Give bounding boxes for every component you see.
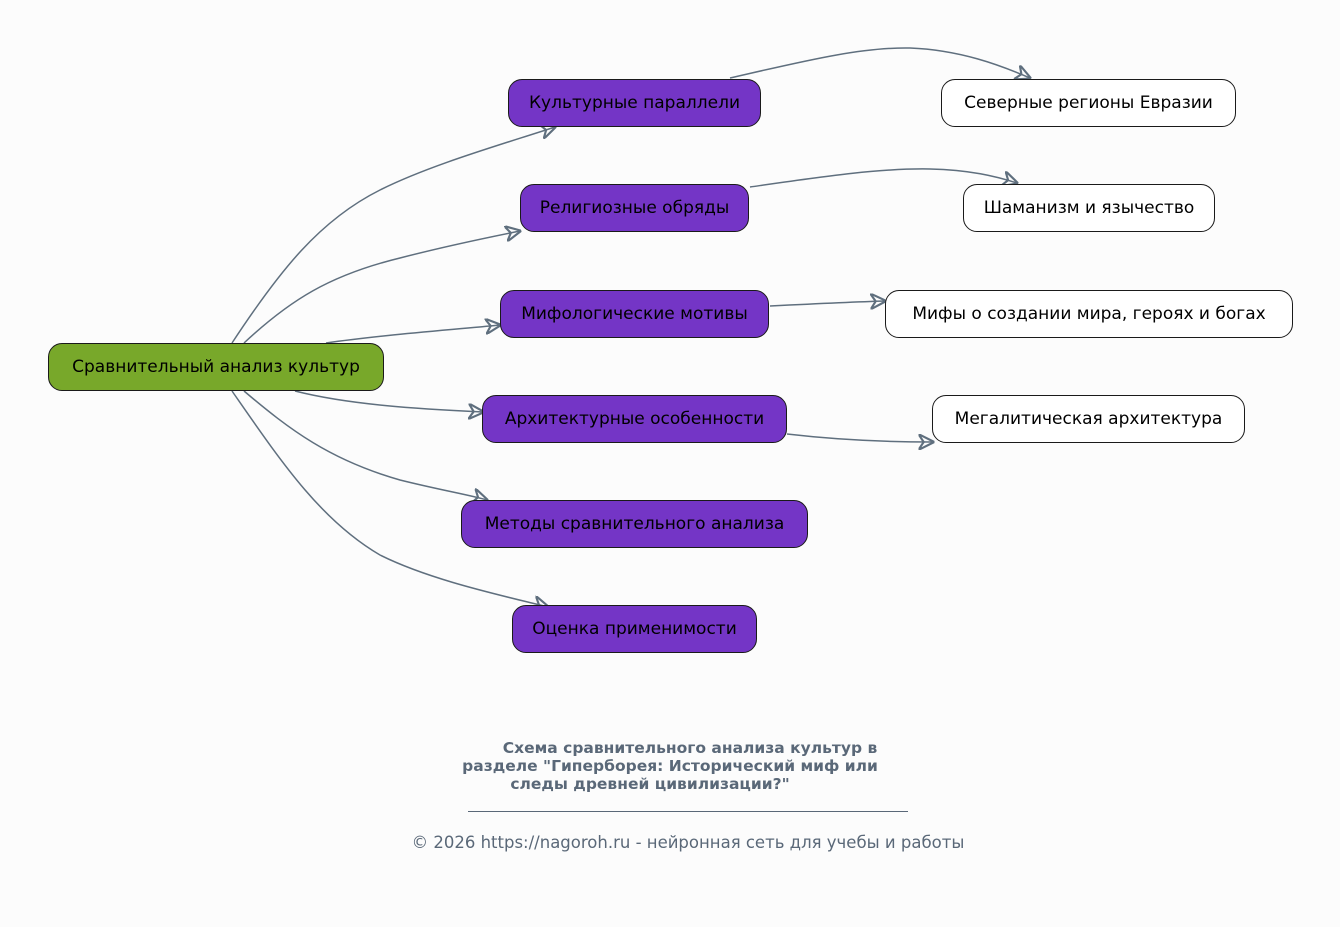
node-applicability-assessment[interactable]: Оценка применимости: [512, 605, 757, 653]
edge-root-b2: [243, 231, 520, 344]
root-node-label: Сравнительный анализ культур: [72, 357, 360, 377]
node-label: Мифологические мотивы: [521, 304, 748, 324]
diagram-caption: Схема сравнительного анализа культур в р…: [420, 739, 920, 793]
edge-b2-l2: [749, 168, 1017, 188]
caption-line: разделе "Гиперборея: Исторический миф ил…: [462, 757, 878, 775]
edge-b3-l3: [769, 301, 885, 306]
node-shamanism-paganism[interactable]: Шаманизм и язычество: [963, 184, 1215, 232]
node-religious-rites[interactable]: Религиозные обряды: [520, 184, 749, 232]
node-cultural-parallels[interactable]: Культурные параллели: [508, 79, 761, 127]
node-northern-eurasia[interactable]: Северные регионы Евразии: [941, 79, 1236, 127]
edge-b1-l1: [729, 47, 1030, 78]
node-label: Методы сравнительного анализа: [484, 514, 785, 534]
node-mythological-motifs[interactable]: Мифологические мотивы: [500, 290, 769, 338]
node-label: Мифы о создании мира, героях и богах: [912, 304, 1266, 324]
node-creation-myths[interactable]: Мифы о создании мира, героях и богах: [885, 290, 1293, 338]
caption-line: следы древней цивилизации?": [510, 775, 790, 793]
node-label: Мегалитическая архитектура: [954, 409, 1223, 429]
footer-copyright: © 2026 https://nagoroh.ru - нейронная се…: [411, 833, 965, 852]
edge-root-b5: [243, 390, 487, 500]
edge-root-b6: [231, 390, 548, 607]
node-label: Религиозные обряды: [539, 198, 730, 218]
node-label: Архитектурные особенности: [504, 409, 765, 429]
caption-line: Схема сравнительного анализа культур в: [502, 739, 878, 757]
node-label: Северные регионы Евразии: [964, 93, 1213, 113]
edge-root-b1: [231, 127, 555, 344]
node-comparative-methods[interactable]: Методы сравнительного анализа: [461, 500, 808, 548]
edge-root-b3: [325, 325, 500, 344]
node-megalithic-architecture[interactable]: Мегалитическая архитектура: [932, 395, 1245, 443]
caption-divider: [468, 811, 908, 812]
edge-b4-l4: [786, 433, 933, 442]
node-label: Оценка применимости: [532, 619, 737, 639]
node-label: Культурные параллели: [528, 93, 740, 113]
edge-root-b4: [294, 390, 483, 412]
node-label: Шаманизм и язычество: [983, 198, 1195, 218]
root-node[interactable]: Сравнительный анализ культур: [48, 343, 384, 391]
node-architectural-features[interactable]: Архитектурные особенности: [482, 395, 787, 443]
